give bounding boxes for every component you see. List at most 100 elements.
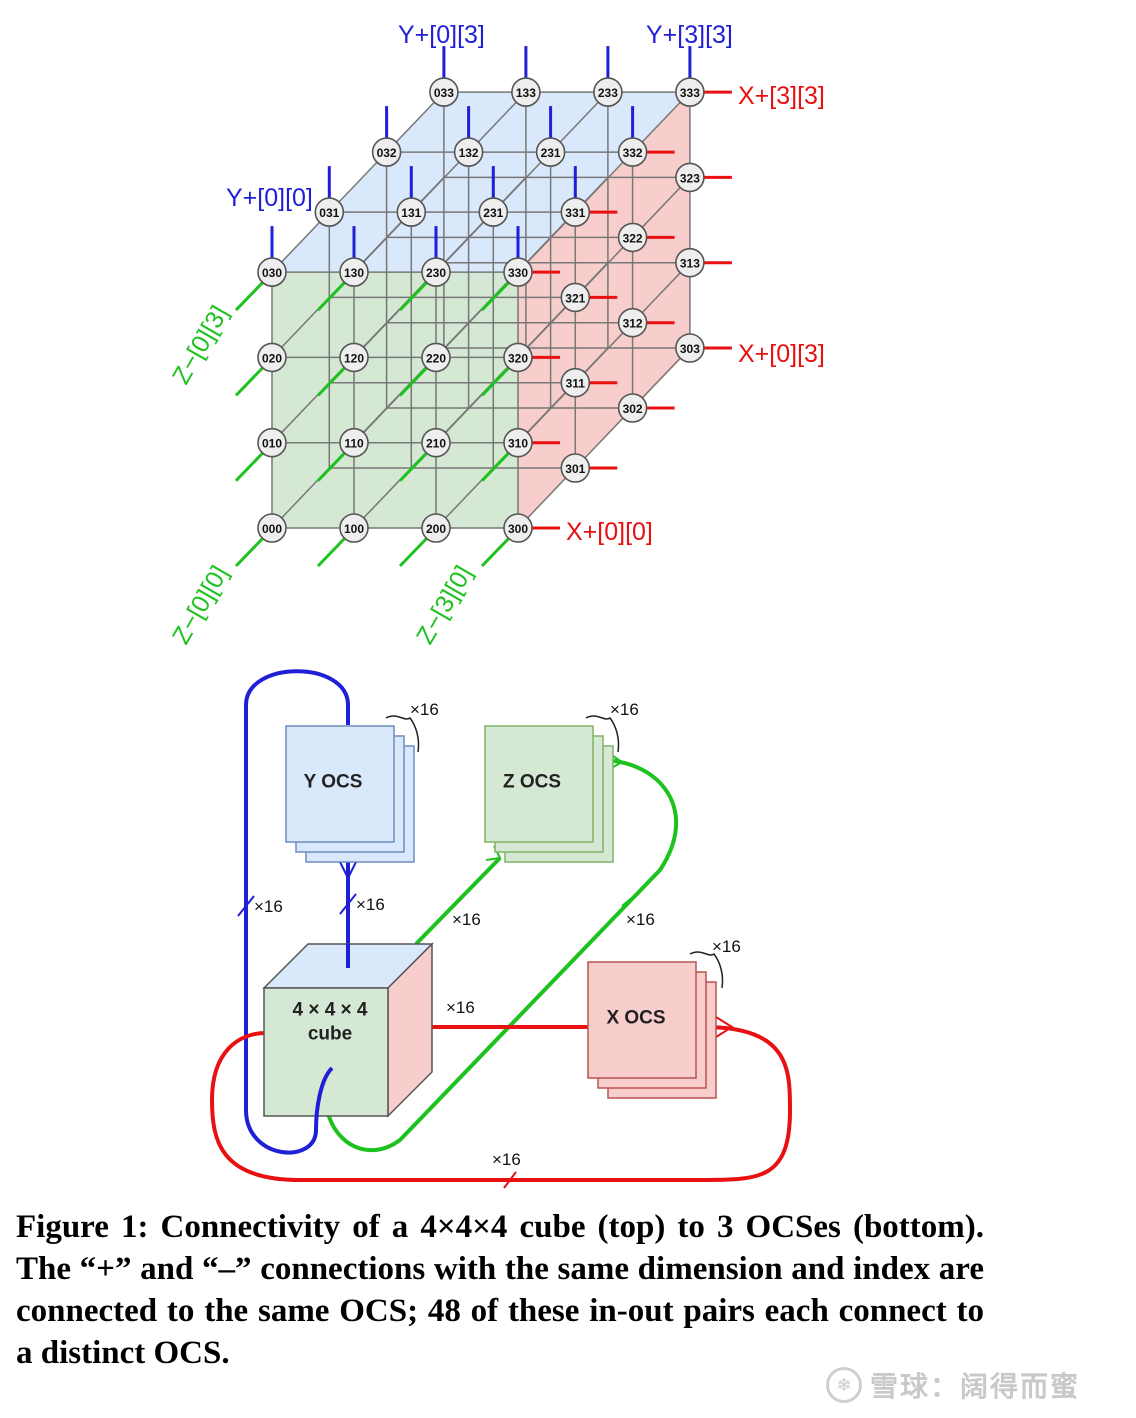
node-circle <box>675 333 705 363</box>
mult-z-link: ×16 <box>452 910 481 929</box>
node-circle <box>429 77 459 107</box>
cube-node-333[interactable]: 333 <box>675 77 705 107</box>
label-y-0-3: Y+[0][3] <box>398 21 485 49</box>
x-ocs-box[interactable] <box>587 961 697 1079</box>
grid-line-z <box>517 347 691 529</box>
y-ocs-box[interactable] <box>285 725 395 843</box>
node-circle <box>314 197 345 227</box>
cube-node-320[interactable]: 320 <box>503 342 533 373</box>
cube-node-131[interactable]: 131 <box>396 197 427 227</box>
cube-node-033[interactable]: 033 <box>429 77 459 107</box>
watermark: ❄ 雪球：阔得而蜜 <box>826 1362 1126 1408</box>
connectivity-figure: 000 100 200 300 010 110 210 310 020 120 220 320 030 1… <box>167 21 825 1189</box>
node-label: 033 <box>434 86 454 100</box>
grid-line-z <box>353 91 527 273</box>
cube-node-020[interactable]: 020 <box>257 342 287 373</box>
stub-z <box>316 365 348 397</box>
node-label: 231 <box>541 146 561 160</box>
node-label: 311 <box>566 377 586 391</box>
top-face <box>272 92 690 272</box>
cube-node-311[interactable]: 311 <box>560 367 591 398</box>
cube-node-032[interactable]: 032 <box>371 137 402 167</box>
node-label: 210 <box>426 437 446 451</box>
cube-node-120[interactable]: 120 <box>339 342 369 373</box>
cube-node-132[interactable]: 132 <box>453 137 484 167</box>
node-circle <box>511 77 541 107</box>
node-label: 333 <box>680 86 700 100</box>
cube-node-220[interactable]: 220 <box>421 342 451 373</box>
right-face <box>518 92 690 528</box>
mult-x-loop: ×16 <box>492 1150 521 1169</box>
z-ocs-stack: Z OCS ×16 <box>484 700 639 863</box>
node-circle <box>617 393 648 423</box>
cube-node-030[interactable]: 030 <box>257 257 287 287</box>
x-arrow <box>715 1016 734 1038</box>
cube-node-313[interactable]: 313 <box>675 247 705 278</box>
cube-node-300[interactable]: 300 <box>503 513 533 543</box>
cube-node-330[interactable]: 330 <box>503 257 533 287</box>
cube-node-110[interactable]: 110 <box>339 427 369 458</box>
cube-node-323[interactable]: 323 <box>675 162 705 193</box>
node-label: 321 <box>565 291 585 305</box>
stub-z <box>398 450 430 482</box>
node-label: 332 <box>623 146 643 160</box>
cube-node-301[interactable]: 301 <box>560 453 591 483</box>
node-circle <box>675 77 705 107</box>
stub-z <box>234 535 266 568</box>
cube-node-200[interactable]: 200 <box>421 513 451 543</box>
node-label: 323 <box>680 171 700 185</box>
label-y-0-0: Y+[0][0] <box>226 184 313 212</box>
stub-z <box>398 365 430 397</box>
node-label: 131 <box>401 206 421 220</box>
node-circle <box>339 513 369 543</box>
y-loop-outer <box>244 669 350 1155</box>
y-ocs-label: Y OCS <box>304 772 363 793</box>
cube-node-310[interactable]: 310 <box>503 427 533 458</box>
node-circle <box>617 222 648 253</box>
node-label: 313 <box>680 257 700 271</box>
cube-node-303[interactable]: 303 <box>675 333 705 363</box>
node-circle <box>503 513 533 543</box>
stub-z <box>480 365 512 397</box>
cube-node-332[interactable]: 332 <box>617 137 648 167</box>
cube-block: 4 × 4 × 4 cube <box>262 942 434 1131</box>
node-label: 100 <box>344 522 364 536</box>
grid-line-z <box>517 176 691 358</box>
label-z-3-0: Z−[3][0] <box>411 561 478 649</box>
node-label: 032 <box>377 146 397 160</box>
cube-block-front[interactable] <box>263 987 389 1117</box>
node-circle <box>421 257 451 287</box>
cube-node-010[interactable]: 010 <box>257 427 287 458</box>
node-label: 133 <box>516 86 536 100</box>
y-ocs-stack: Y OCS ×16 <box>285 700 439 863</box>
node-circle <box>257 513 287 543</box>
cube-node-031[interactable]: 031 <box>314 197 345 227</box>
mult-y-outer: ×16 <box>254 897 283 916</box>
stub-z <box>480 450 512 482</box>
cube-node-231[interactable]: 231 <box>478 197 509 227</box>
cube-node-233[interactable]: 233 <box>593 77 623 107</box>
stub-z <box>480 535 512 568</box>
z-ocs-multiplier: ×16 <box>610 700 639 719</box>
cube-node-302[interactable]: 302 <box>617 393 648 423</box>
node-circle <box>675 247 705 278</box>
cube-node-331[interactable]: 331 <box>560 197 591 227</box>
cube-node-230[interactable]: 230 <box>421 257 451 287</box>
cube-node-130[interactable]: 130 <box>339 257 369 287</box>
connection-stubs <box>234 46 732 568</box>
x-ocs-label: X OCS <box>606 1008 665 1029</box>
cube-node-210[interactable]: 210 <box>421 427 451 458</box>
cube-node-312[interactable]: 312 <box>617 307 648 338</box>
node-label: 231 <box>483 206 503 220</box>
node-circle <box>396 197 427 227</box>
cube-node-231[interactable]: 231 <box>535 137 566 167</box>
stub-z <box>316 535 348 568</box>
cube-node-133[interactable]: 133 <box>511 77 541 107</box>
cube-node-000[interactable]: 000 <box>257 513 287 543</box>
cube-node-321[interactable]: 321 <box>560 282 591 313</box>
cube-block-line2: cube <box>308 1024 352 1045</box>
stub-z <box>234 365 266 397</box>
z-ocs-box[interactable] <box>484 725 594 843</box>
cube-node-100[interactable]: 100 <box>339 513 369 543</box>
cube-node-322[interactable]: 322 <box>617 222 648 253</box>
